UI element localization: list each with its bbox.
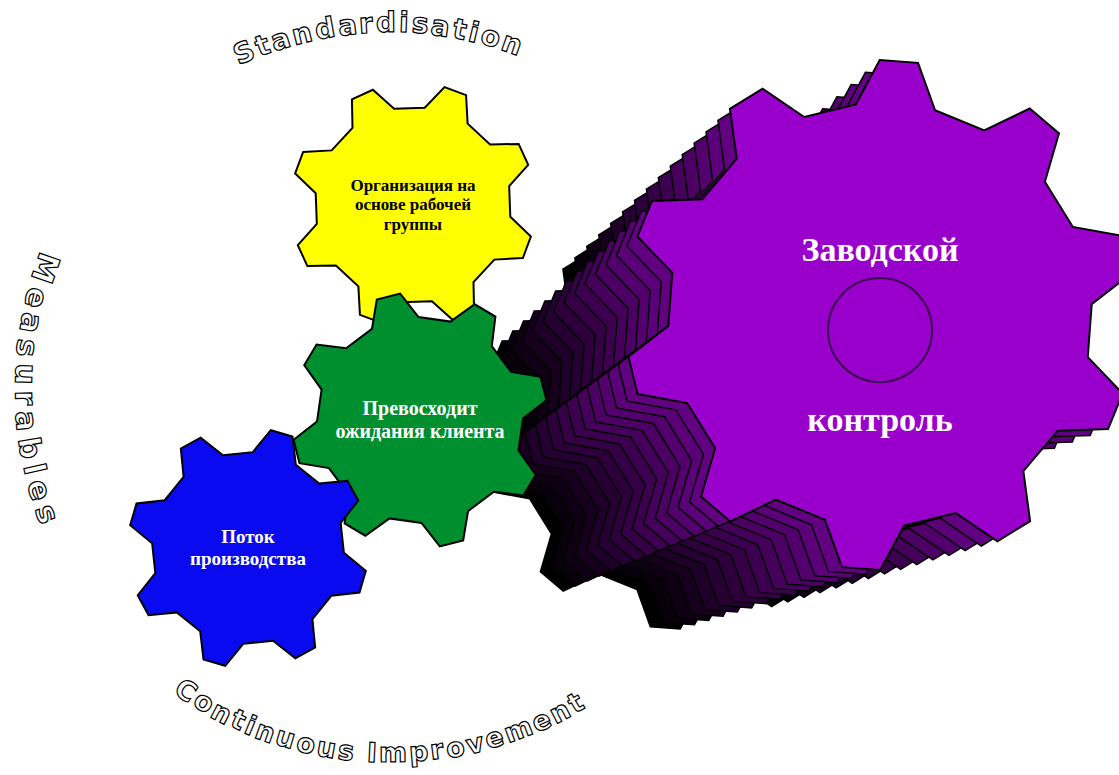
ring-letter: s: [30, 500, 64, 527]
ring-letter: u: [10, 362, 41, 385]
gear: Заводской контроль: [625, 60, 1119, 570]
ring-letter: o: [443, 732, 466, 762]
gear-outline: [295, 87, 531, 323]
ring-letter: a: [11, 410, 43, 433]
gear: Поток производства: [128, 428, 368, 668]
ring-label: Measurables: [8, 251, 64, 531]
gear-outline: [628, 60, 1119, 570]
ring-letter: n: [289, 18, 315, 50]
ring-dot: [92, 598, 104, 610]
gear-hub: [828, 278, 932, 382]
ring-letter: i: [399, 9, 410, 37]
ring-letter: m: [379, 739, 407, 766]
ring-letter: p: [408, 738, 429, 766]
ring-letter: r: [10, 390, 40, 406]
ring-label: Continuous Improvement: [170, 675, 591, 769]
ring-letter: s: [11, 338, 43, 359]
ring-letter: l: [18, 461, 50, 478]
gear-label: Поток производства: [168, 526, 328, 570]
ring-letter: I: [366, 739, 377, 766]
ring-letter: M: [26, 249, 64, 287]
gear-outline: [130, 430, 366, 666]
ring-letter: r: [429, 736, 446, 764]
gear-shape: [625, 60, 1119, 570]
ring-letter: a: [429, 11, 452, 41]
ring-letter: a: [336, 11, 358, 41]
ring-letter: e: [22, 476, 56, 504]
ring-letter: e: [19, 284, 53, 311]
inner-gear: [46, 44, 735, 733]
gear-label: Превосходит ожидания клиента: [335, 397, 505, 443]
ring-label: Standardisation: [228, 7, 528, 69]
ring-letter: o: [294, 728, 318, 759]
ring-letter: u: [314, 732, 338, 762]
ring-letter: d: [376, 9, 396, 37]
ring-dot: [126, 124, 138, 136]
gear-label: Организация на основе рабочей группы: [343, 176, 483, 235]
ring-letter: s: [411, 10, 430, 39]
ring-letter: a: [14, 311, 47, 336]
ring-letter: d: [312, 13, 337, 44]
gear: Организация на основе рабочей группы: [291, 83, 535, 327]
gear-label: Заводской контроль: [765, 165, 995, 505]
ring-letter: n: [498, 28, 526, 61]
ring-letter: r: [358, 9, 374, 38]
ring-letter: b: [13, 435, 46, 461]
ring-letter: [355, 738, 367, 766]
ring-letter: s: [336, 736, 355, 765]
